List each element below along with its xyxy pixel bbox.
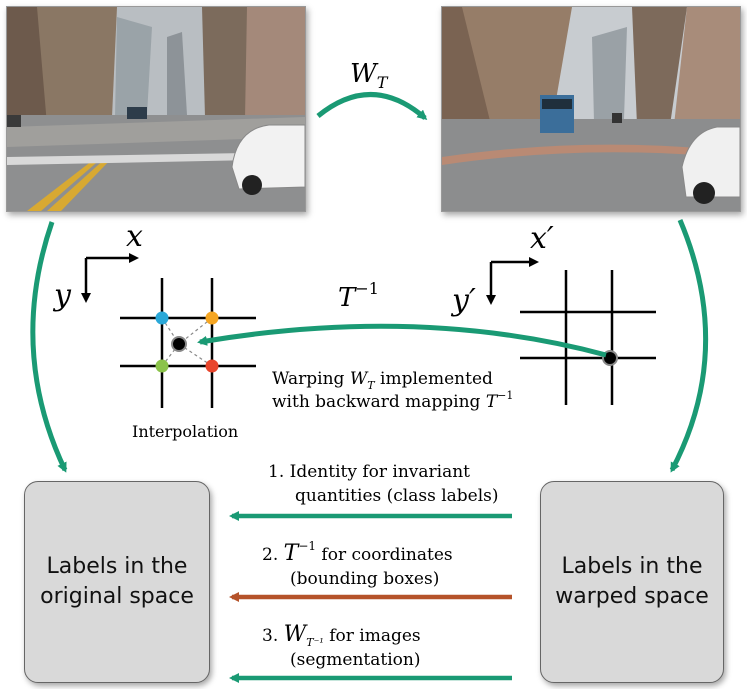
transfer-1-line-2: quantities (class labels) (295, 486, 499, 506)
warped-axes: x′ y′ (450, 221, 554, 318)
warp-operator-label: WT (350, 59, 389, 92)
axis-label-y: y (52, 278, 72, 313)
neighbor-dot-top-left (155, 311, 169, 325)
warped-grid (520, 270, 656, 405)
inverse-mapping-arrow (197, 323, 607, 358)
warped-image (441, 6, 741, 212)
interpolation-label: Interpolation (132, 422, 238, 441)
inverse-mapping-label: T−1 (338, 279, 379, 313)
warped-point (602, 350, 618, 366)
transfer-3-line-2: (segmentation) (290, 650, 420, 670)
labels-original-line-1: Labels in the (46, 554, 188, 579)
neighbor-dot-bottom-left (155, 359, 169, 373)
labels-warped-line-2: warped space (555, 584, 709, 609)
transfer-1-line-1: 1. Identity for invariant (268, 462, 470, 482)
warping-note-line-2: with backward mapping T−1 (272, 389, 513, 412)
axis-label-y-prime: y′ (450, 283, 476, 318)
transfer-2-line-1: 2. T−1 for coordinates (262, 539, 453, 566)
original-image (6, 6, 306, 212)
neighbor-dot-bottom-right (205, 359, 219, 373)
original-axes: x y (52, 219, 143, 313)
sample-point (171, 336, 187, 352)
neighbor-dot-top-right (205, 311, 219, 325)
interpolation-grid (120, 278, 256, 408)
transfer-3-line-1: 3. WT⁻¹ for images (262, 622, 421, 649)
axis-label-x: x (126, 219, 143, 254)
axis-label-x-prime: x′ (530, 221, 554, 256)
labels-warped-box: Labels in the warped space (540, 481, 724, 683)
original-to-labels-arrow (30, 221, 68, 473)
labels-original-line-2: original space (40, 584, 194, 609)
warped-to-labels-arrow (669, 219, 709, 473)
warp-arrow (316, 92, 428, 120)
transfer-2-line-2: (bounding boxes) (290, 569, 439, 589)
warping-note-line-1: Warping WT implemented (272, 369, 493, 392)
labels-warped-line-1: Labels in the (561, 554, 703, 579)
labels-original-box: Labels in the original space (24, 481, 210, 683)
